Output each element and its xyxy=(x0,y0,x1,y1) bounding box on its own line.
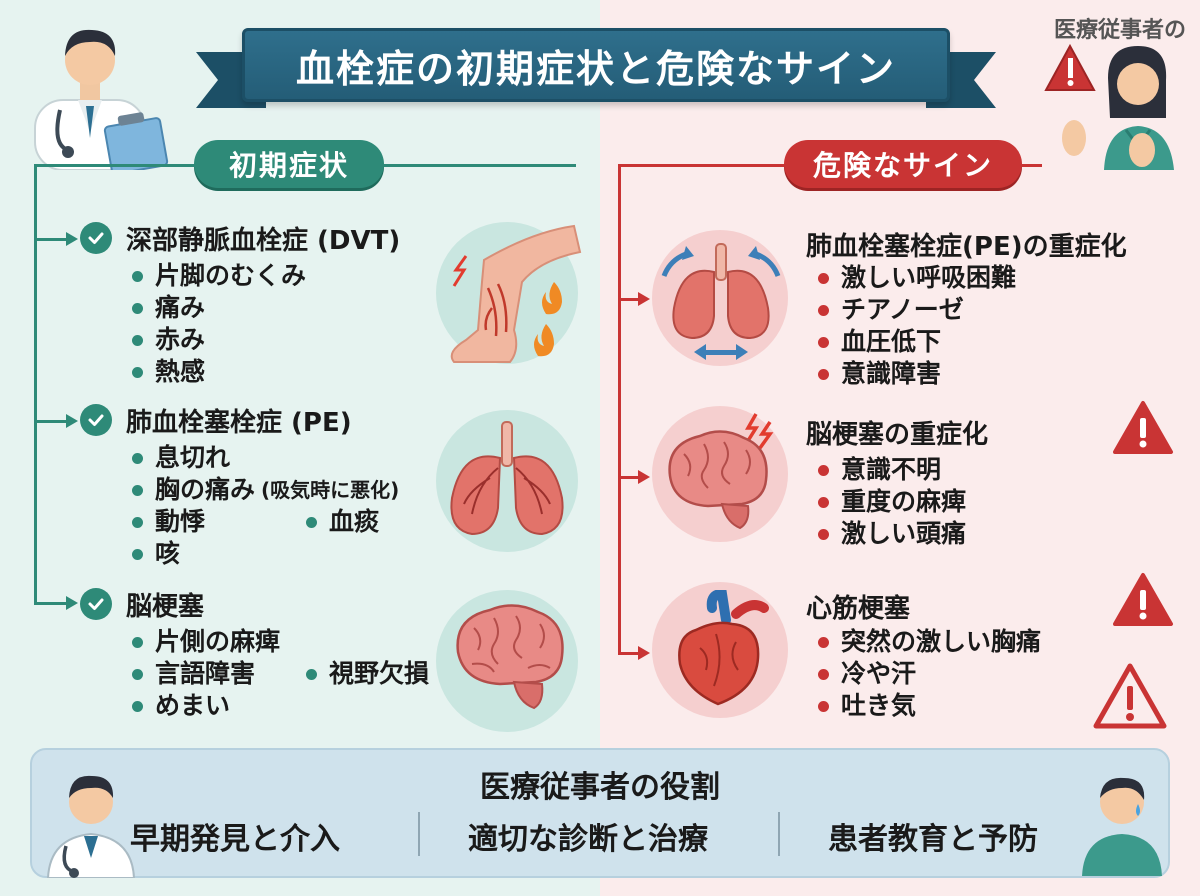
list-item: 冷や汗 xyxy=(818,658,1041,690)
right-branch-1 xyxy=(618,298,646,301)
list-item: チアノーゼ xyxy=(818,294,1016,326)
left-branch-1 xyxy=(34,238,74,241)
severe-pe-list: 激しい呼吸困難 チアノーゼ 血圧低下 意識障害 xyxy=(818,262,1016,390)
left-branch-2 xyxy=(34,420,74,423)
right-trunk-line xyxy=(618,164,621,654)
right-branch-3 xyxy=(618,652,646,655)
divider xyxy=(418,812,420,856)
swollen-leg-icon xyxy=(450,224,582,363)
role-diagnosis: 適切な診断と治療 xyxy=(468,822,708,857)
roles-panel xyxy=(30,748,1170,878)
title-banner: 血栓症の初期症状と危険なサイン xyxy=(196,22,996,114)
mi-list: 突然の激しい胸痛 冷や汗 吐き気 xyxy=(818,626,1041,722)
check-icon xyxy=(80,404,112,436)
roles-title: 医療従事者の役割 xyxy=(480,770,720,805)
role-education: 患者教育と予防 xyxy=(828,822,1038,857)
list-item: 胸の痛み(吸気時に悪化) xyxy=(132,474,399,506)
list-item: 突然の激しい胸痛 xyxy=(818,626,1041,658)
list-item: めまい xyxy=(132,690,280,722)
right-top-line xyxy=(618,164,784,167)
mi-heading: 心筋梗塞 xyxy=(806,594,911,624)
lungs-icon xyxy=(450,421,564,536)
list-item: 片側の麻痺 xyxy=(132,626,280,658)
danger-signs-label: 危険なサイン xyxy=(784,140,1022,188)
arrow-right-icon xyxy=(638,470,650,484)
corner-note: 医療従事者の xyxy=(1053,18,1186,43)
list-item: 血圧低下 xyxy=(818,326,1016,358)
dvt-symptom-list: 片脚のむくみ 痛み 赤み 熱感 xyxy=(132,260,306,388)
left-top-line xyxy=(384,164,576,167)
heart-icon xyxy=(678,590,769,706)
stroke-symptom-list: 片側の麻痺 言語障害 めまい xyxy=(132,626,280,722)
severe-pe-heading: 肺血栓塞栓症(PE)の重症化 xyxy=(806,232,1127,262)
warning-outline-icon xyxy=(1093,663,1167,729)
symptom-note: (吸気時に悪化) xyxy=(261,478,400,502)
arrow-right-icon xyxy=(66,232,78,246)
list-item: 重度の麻痺 xyxy=(818,486,966,518)
severe-stroke-heading: 脳梗塞の重症化 xyxy=(806,420,989,450)
pe-heading: 肺血栓塞栓症 (PE) xyxy=(126,408,352,438)
arrow-right-icon xyxy=(66,596,78,610)
pe-symptom-list: 息切れ 胸の痛み(吸気時に悪化) 動悸 咳 xyxy=(132,442,399,570)
list-item: 熱感 xyxy=(132,356,306,388)
list-item: 血痰 xyxy=(306,506,379,538)
arrow-right-icon xyxy=(638,646,650,660)
list-item: 意識障害 xyxy=(818,358,1016,390)
severe-stroke-list: 意識不明 重度の麻痺 激しい頭痛 xyxy=(818,454,966,550)
right-top-line-b xyxy=(1022,164,1042,167)
divider xyxy=(778,812,780,856)
banner-body: 血栓症の初期症状と危険なサイン xyxy=(242,28,950,102)
lungs-breathing-icon xyxy=(661,243,781,360)
doctor-icon xyxy=(46,775,136,878)
list-item: 息切れ xyxy=(132,442,399,474)
role-early-detection: 早期発見と介入 xyxy=(130,822,340,857)
doctor-icon xyxy=(34,29,169,170)
list-item: 言語障害 xyxy=(132,658,280,690)
warning-icon xyxy=(1113,401,1173,454)
list-item: 咳 xyxy=(132,538,399,570)
list-item: 激しい頭痛 xyxy=(818,518,966,550)
list-item: 赤み xyxy=(132,324,306,356)
patient-icon xyxy=(1082,777,1162,876)
list-item: 痛み xyxy=(132,292,306,324)
check-icon xyxy=(80,222,112,254)
early-symptoms-label: 初期症状 xyxy=(194,140,384,188)
brain-alert-icon xyxy=(668,413,774,530)
stroke-heading: 脳梗塞 xyxy=(126,592,205,622)
list-item: 視野欠損 xyxy=(306,658,429,690)
list-item: 動悸 xyxy=(132,506,399,538)
list-item: 片脚のむくみ xyxy=(132,260,306,292)
arrow-right-icon xyxy=(66,414,78,428)
brain-icon xyxy=(456,604,564,710)
left-branch-3 xyxy=(34,602,74,605)
list-item: 吐き気 xyxy=(818,690,1041,722)
left-top-line-b xyxy=(34,164,196,167)
nurse-icon xyxy=(1044,43,1174,170)
warning-icon xyxy=(1113,573,1173,626)
list-item: 意識不明 xyxy=(818,454,966,486)
list-item: 激しい呼吸困難 xyxy=(818,262,1016,294)
check-icon xyxy=(80,588,112,620)
dvt-heading: 深部静脈血栓症 (DVT) xyxy=(126,226,401,256)
left-trunk-line xyxy=(34,164,37,604)
page-title: 血栓症の初期症状と危険なサイン xyxy=(295,46,896,91)
arrow-right-icon xyxy=(638,292,650,306)
right-branch-2 xyxy=(618,476,646,479)
